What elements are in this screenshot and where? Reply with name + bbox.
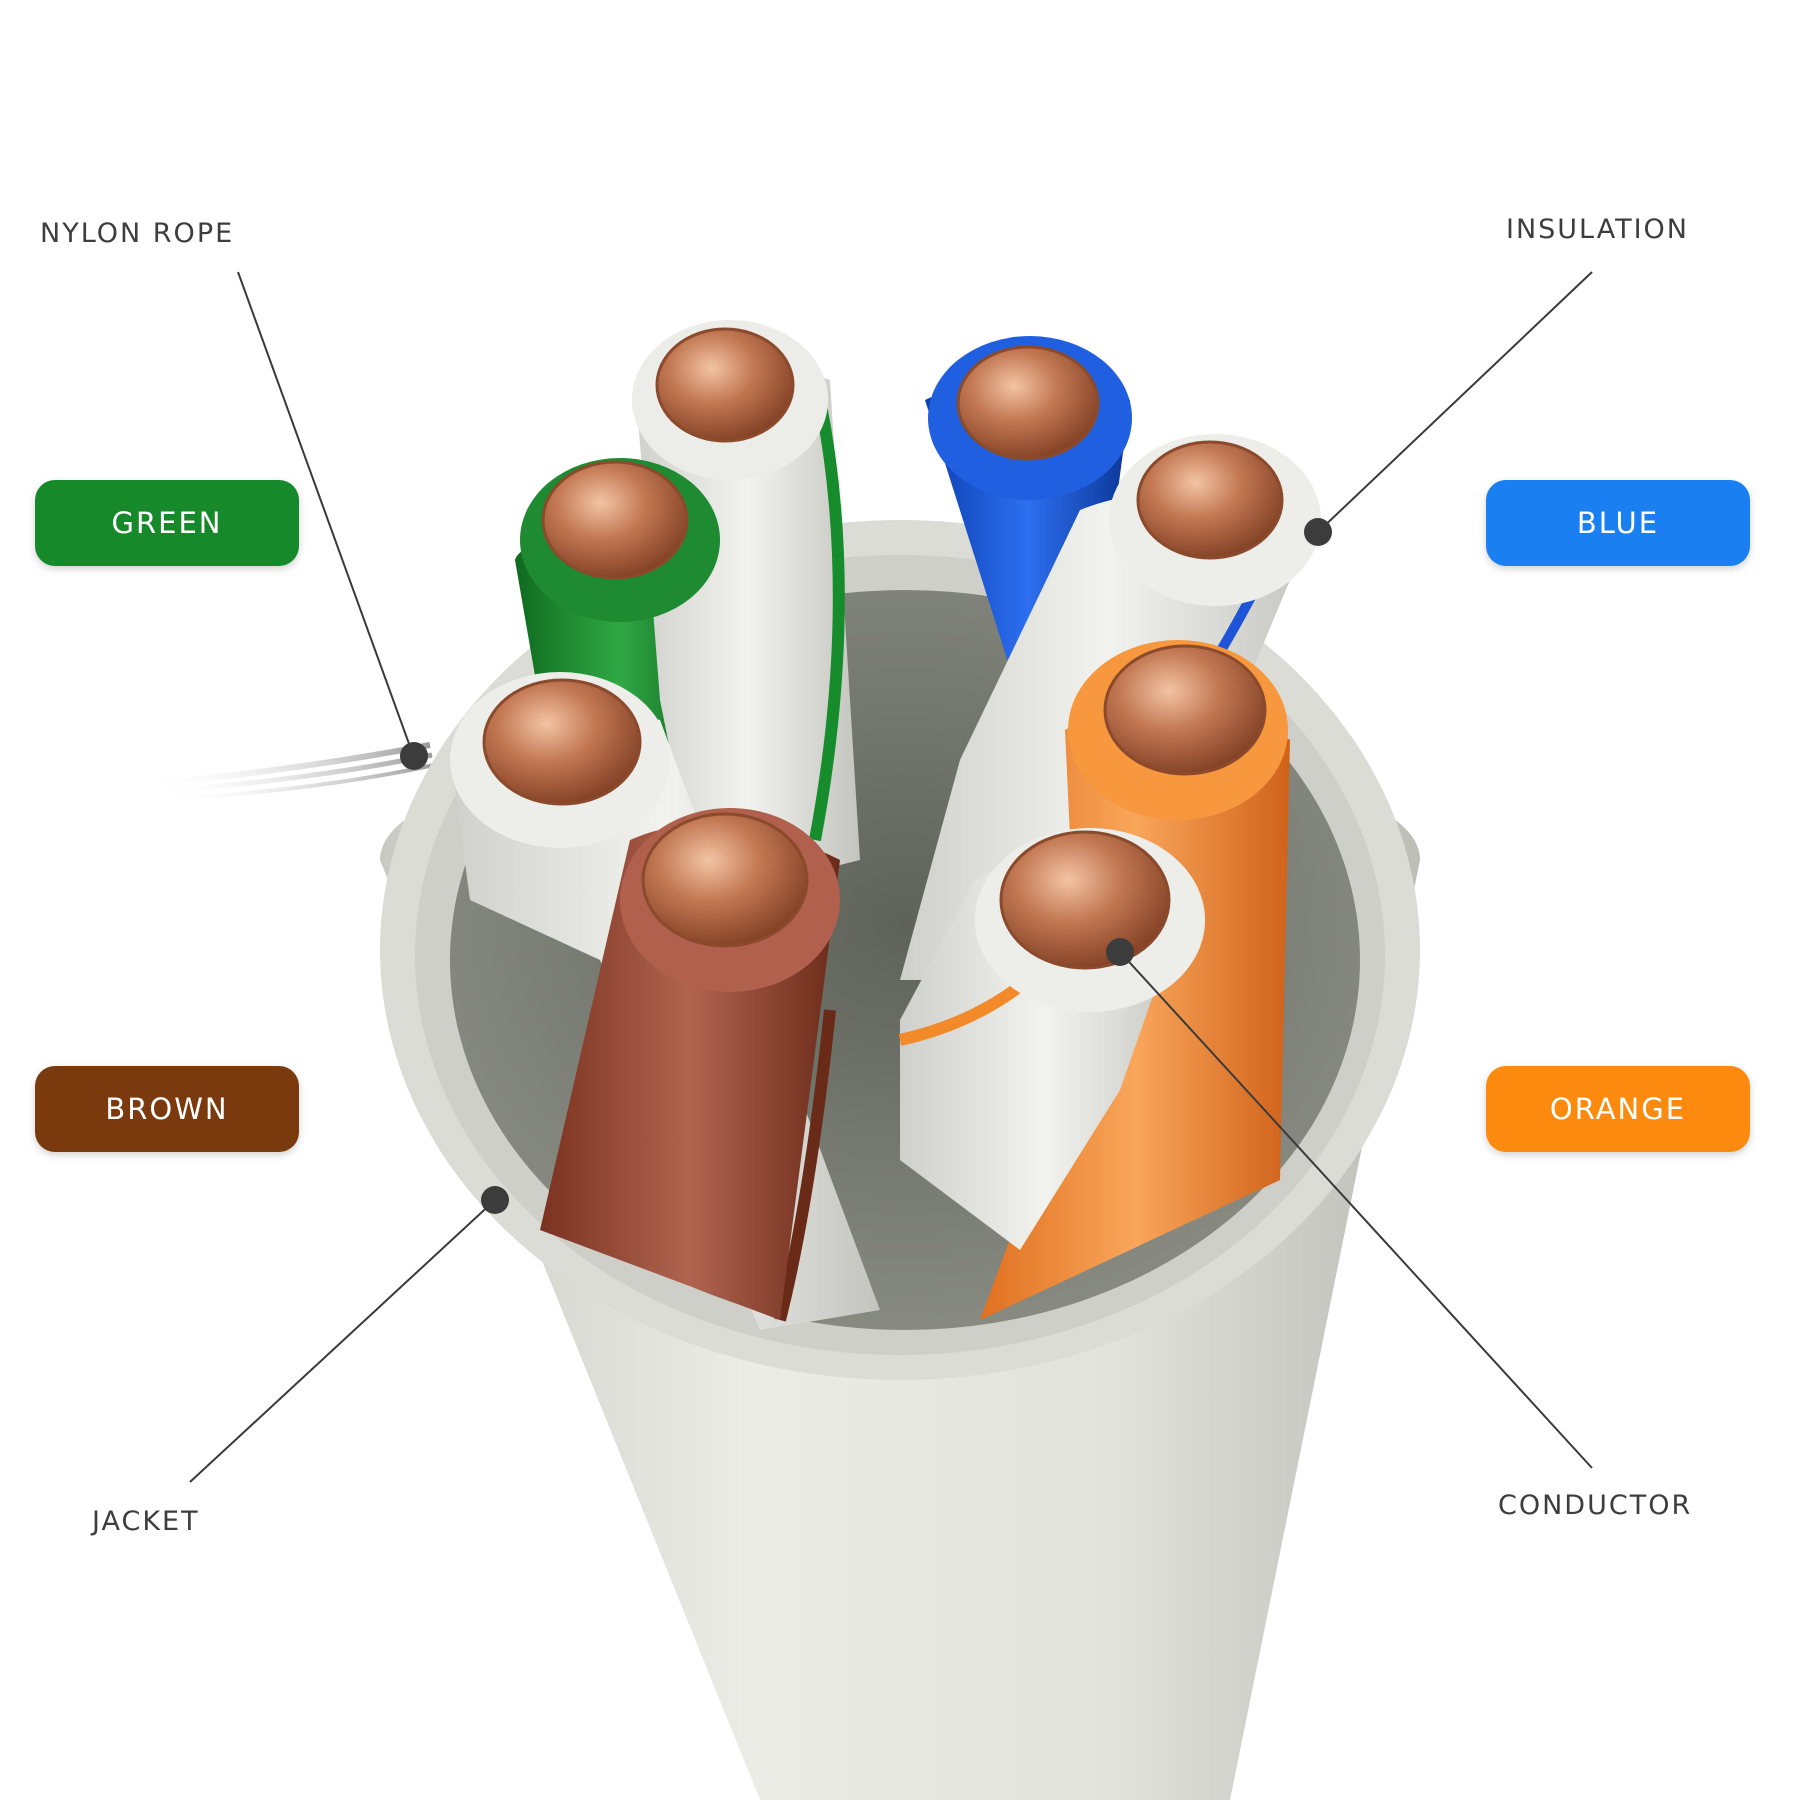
- nylon-rope-label: NYLON ROPE: [40, 218, 235, 249]
- nylon-rope-dot: [400, 742, 428, 770]
- jacket-leader: [189, 1199, 496, 1483]
- nylon-rope: [139, 742, 435, 802]
- green-tag: GREEN: [35, 480, 299, 566]
- leader-dots: [400, 518, 1332, 1214]
- insulation-leader: [1317, 271, 1593, 533]
- blue-tag: BLUE: [1486, 480, 1750, 566]
- conductor-tip: [541, 460, 689, 580]
- jacket-label: JACKET: [92, 1506, 200, 1537]
- conductor-tip: [999, 830, 1171, 970]
- conductor-tip: [956, 345, 1100, 461]
- leader-lines: [189, 271, 1593, 1483]
- conductor-leader: [1119, 951, 1593, 1469]
- conductor-tip: [482, 678, 642, 806]
- brown-tag: BROWN: [35, 1066, 299, 1152]
- orange-tag: ORANGE: [1486, 1066, 1750, 1152]
- conductor-dot: [1106, 938, 1134, 966]
- green-tag-label: GREEN: [111, 506, 223, 540]
- conductor-tip: [655, 327, 795, 443]
- insulation-label: INSULATION: [1506, 214, 1690, 245]
- conductor-tip: [1103, 644, 1267, 776]
- nylon-rope-leader: [237, 271, 413, 753]
- jacket-dot: [481, 1186, 509, 1214]
- orange-tag-label: ORANGE: [1549, 1092, 1687, 1126]
- conductor-tip: [1136, 440, 1284, 560]
- brown-tag-label: BROWN: [105, 1092, 229, 1126]
- insulation-dot: [1304, 518, 1332, 546]
- conductors: [482, 327, 1284, 970]
- conductor-tip: [641, 812, 809, 948]
- conductor-label: CONDUCTOR: [1498, 1490, 1693, 1521]
- blue-tag-label: BLUE: [1576, 506, 1660, 540]
